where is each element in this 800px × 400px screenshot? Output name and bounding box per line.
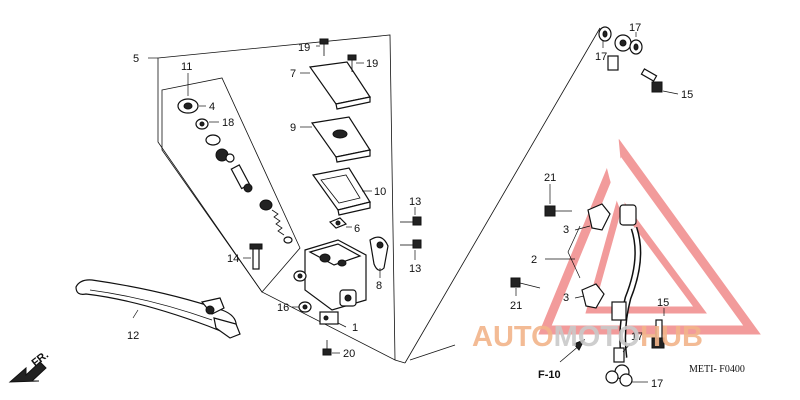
leader-to-hose — [394, 359, 406, 364]
callout-6: 6 — [354, 223, 360, 235]
watermark-triangle-outer — [538, 138, 761, 335]
callout-5: 5 — [133, 53, 139, 65]
bolt-part-15-top — [640, 68, 663, 93]
callout-15-top: 15 — [681, 89, 693, 101]
callout-2-bracket — [545, 225, 581, 279]
callout-20: 20 — [343, 348, 355, 360]
callout-10: 10 — [374, 186, 386, 198]
reference-label: F-10 — [538, 369, 561, 381]
bolt-part-15-bottom — [651, 319, 665, 349]
callout-17-c: 17 — [631, 331, 643, 343]
washer-part-17-d — [619, 373, 633, 387]
bolt-part-13-upper — [400, 216, 422, 226]
screw-part-19-right — [347, 54, 357, 72]
bolt-part-21-upper — [544, 205, 572, 217]
watermark-text-auto: AUTO — [472, 321, 554, 353]
watermark-triangle-inner — [585, 194, 707, 314]
reservoir-cap-part-7 — [308, 61, 371, 110]
hose-joint-middle — [611, 204, 637, 321]
screw-part-19-left — [319, 38, 329, 56]
callout-7: 7 — [290, 68, 296, 80]
callout-17-a: 17 — [595, 51, 607, 63]
watermark-text-hub: HUB — [640, 321, 703, 353]
callout-16: 16 — [277, 302, 289, 314]
callout-13-lower: 13 — [409, 263, 421, 275]
callout-8: 8 — [376, 280, 382, 292]
brake-lever-part-12 — [75, 279, 241, 339]
clip-part-6 — [328, 217, 348, 229]
master-cylinder-body-part-1 — [293, 239, 367, 311]
spring — [259, 199, 293, 244]
callout-14: 14 — [227, 253, 239, 265]
callout-17-d: 17 — [651, 378, 663, 390]
callout-17-b: 17 — [629, 22, 641, 34]
clamp-part-3-lower — [581, 283, 605, 309]
brake-hose-lower — [619, 226, 642, 359]
circlip-part-18 — [195, 118, 209, 130]
callout-1: 1 — [352, 322, 358, 334]
front-direction-arrow-icon — [8, 361, 47, 383]
hose-fitting-top — [607, 34, 632, 71]
callout-4: 4 — [209, 101, 215, 113]
piston-kit-outline — [161, 77, 301, 293]
callout-21-upper: 21 — [544, 172, 556, 184]
assembly-outline — [157, 34, 396, 361]
callout-19-left: 19 — [298, 42, 310, 54]
screw-part-20 — [322, 340, 332, 356]
callout-2: 2 — [531, 254, 537, 266]
piston-seals — [205, 134, 235, 163]
pivot-bolt-part-14 — [249, 243, 263, 270]
piston-rod — [230, 164, 253, 193]
watermark-logo — [538, 138, 761, 335]
switch-part — [319, 311, 339, 325]
direction-label: FR. — [30, 349, 51, 369]
callout-3-lower: 3 — [563, 292, 569, 304]
callout-12: 12 — [127, 330, 139, 342]
watermark-text-moto: MOTO — [554, 321, 640, 353]
callout-18: 18 — [222, 117, 234, 129]
bolt-part-13-lower — [400, 239, 422, 249]
reference-arrow-icon — [559, 339, 586, 363]
callout-9: 9 — [290, 122, 296, 134]
boot-part-4 — [177, 98, 199, 114]
callout-19-right: 19 — [366, 58, 378, 70]
clamp-part-3-upper — [587, 203, 611, 231]
callout-21-lower: 21 — [510, 300, 522, 312]
brake-hose-upper — [601, 67, 628, 219]
washer-part-17-b — [629, 39, 643, 55]
callout-15-bottom: 15 — [657, 297, 669, 309]
diaphragm-part-10 — [311, 167, 371, 216]
callout-13-upper: 13 — [409, 196, 421, 208]
diagram-code: METI- F0400 — [689, 364, 745, 375]
holder-part-8 — [369, 236, 389, 271]
callout-11: 11 — [181, 61, 192, 73]
bolt-part-21-lower — [510, 277, 541, 289]
bolt-part-16 — [298, 301, 312, 313]
washer-part-17-a — [598, 26, 612, 42]
plate-part-9 — [310, 116, 371, 163]
callout-3-upper: 3 — [563, 224, 569, 236]
washer-part-17-c — [605, 370, 619, 384]
watermark-text: AUTOMOTOHUB — [472, 321, 703, 353]
